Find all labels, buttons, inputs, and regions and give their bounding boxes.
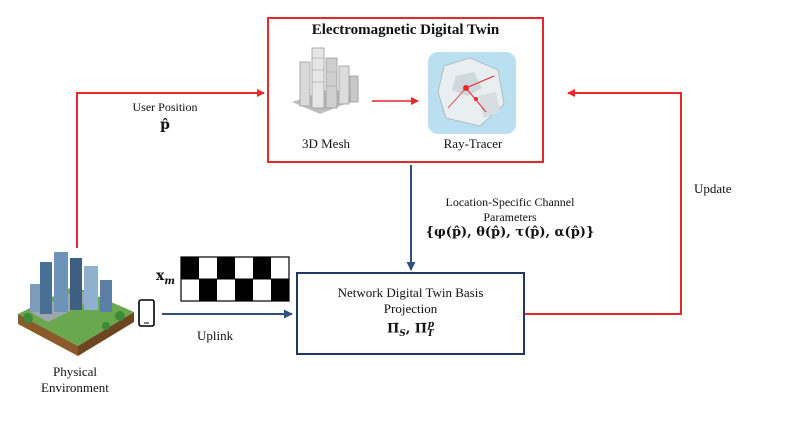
signal-symbol-xm: xm bbox=[156, 268, 175, 287]
ndt-title-line2: Projection bbox=[383, 301, 438, 316]
em-twin-title: Electromagnetic Digital Twin bbox=[311, 22, 500, 38]
ndt-title-line1: Network Digital Twin Basis bbox=[337, 285, 484, 300]
raytracer-label: Ray-Tracer bbox=[443, 136, 503, 151]
physical-city-icon bbox=[18, 252, 134, 356]
user-position-arrow bbox=[76, 89, 265, 248]
phone-icon bbox=[138, 299, 155, 327]
update-arrow bbox=[525, 89, 682, 315]
mesh-label: 3D Mesh bbox=[301, 136, 351, 151]
ndt-formula: Π̄S, Π̄Tp bbox=[386, 320, 435, 339]
physical-env-line2: Environment bbox=[41, 380, 109, 395]
channel-params-set: {φ(p̂), θ(p̂), τ(p̂), α(p̂)} bbox=[425, 225, 595, 240]
em-digital-twin-box bbox=[267, 17, 544, 163]
update-label: Update bbox=[694, 181, 732, 196]
channel-params-line2: Parameters bbox=[483, 210, 537, 224]
uplink-label: Uplink bbox=[197, 328, 234, 343]
channel-params-line1: Location-Specific Channel bbox=[445, 195, 575, 209]
user-position-symbol: p̂ bbox=[160, 117, 170, 133]
mesh-buildings-icon bbox=[292, 47, 360, 114]
user-position-label: User Position bbox=[132, 100, 198, 114]
physical-env-line1: Physical bbox=[52, 364, 98, 379]
ray-tracer-icon bbox=[428, 52, 516, 134]
signal-matrix-grid bbox=[180, 256, 290, 302]
network-digital-twin-box bbox=[296, 272, 525, 355]
